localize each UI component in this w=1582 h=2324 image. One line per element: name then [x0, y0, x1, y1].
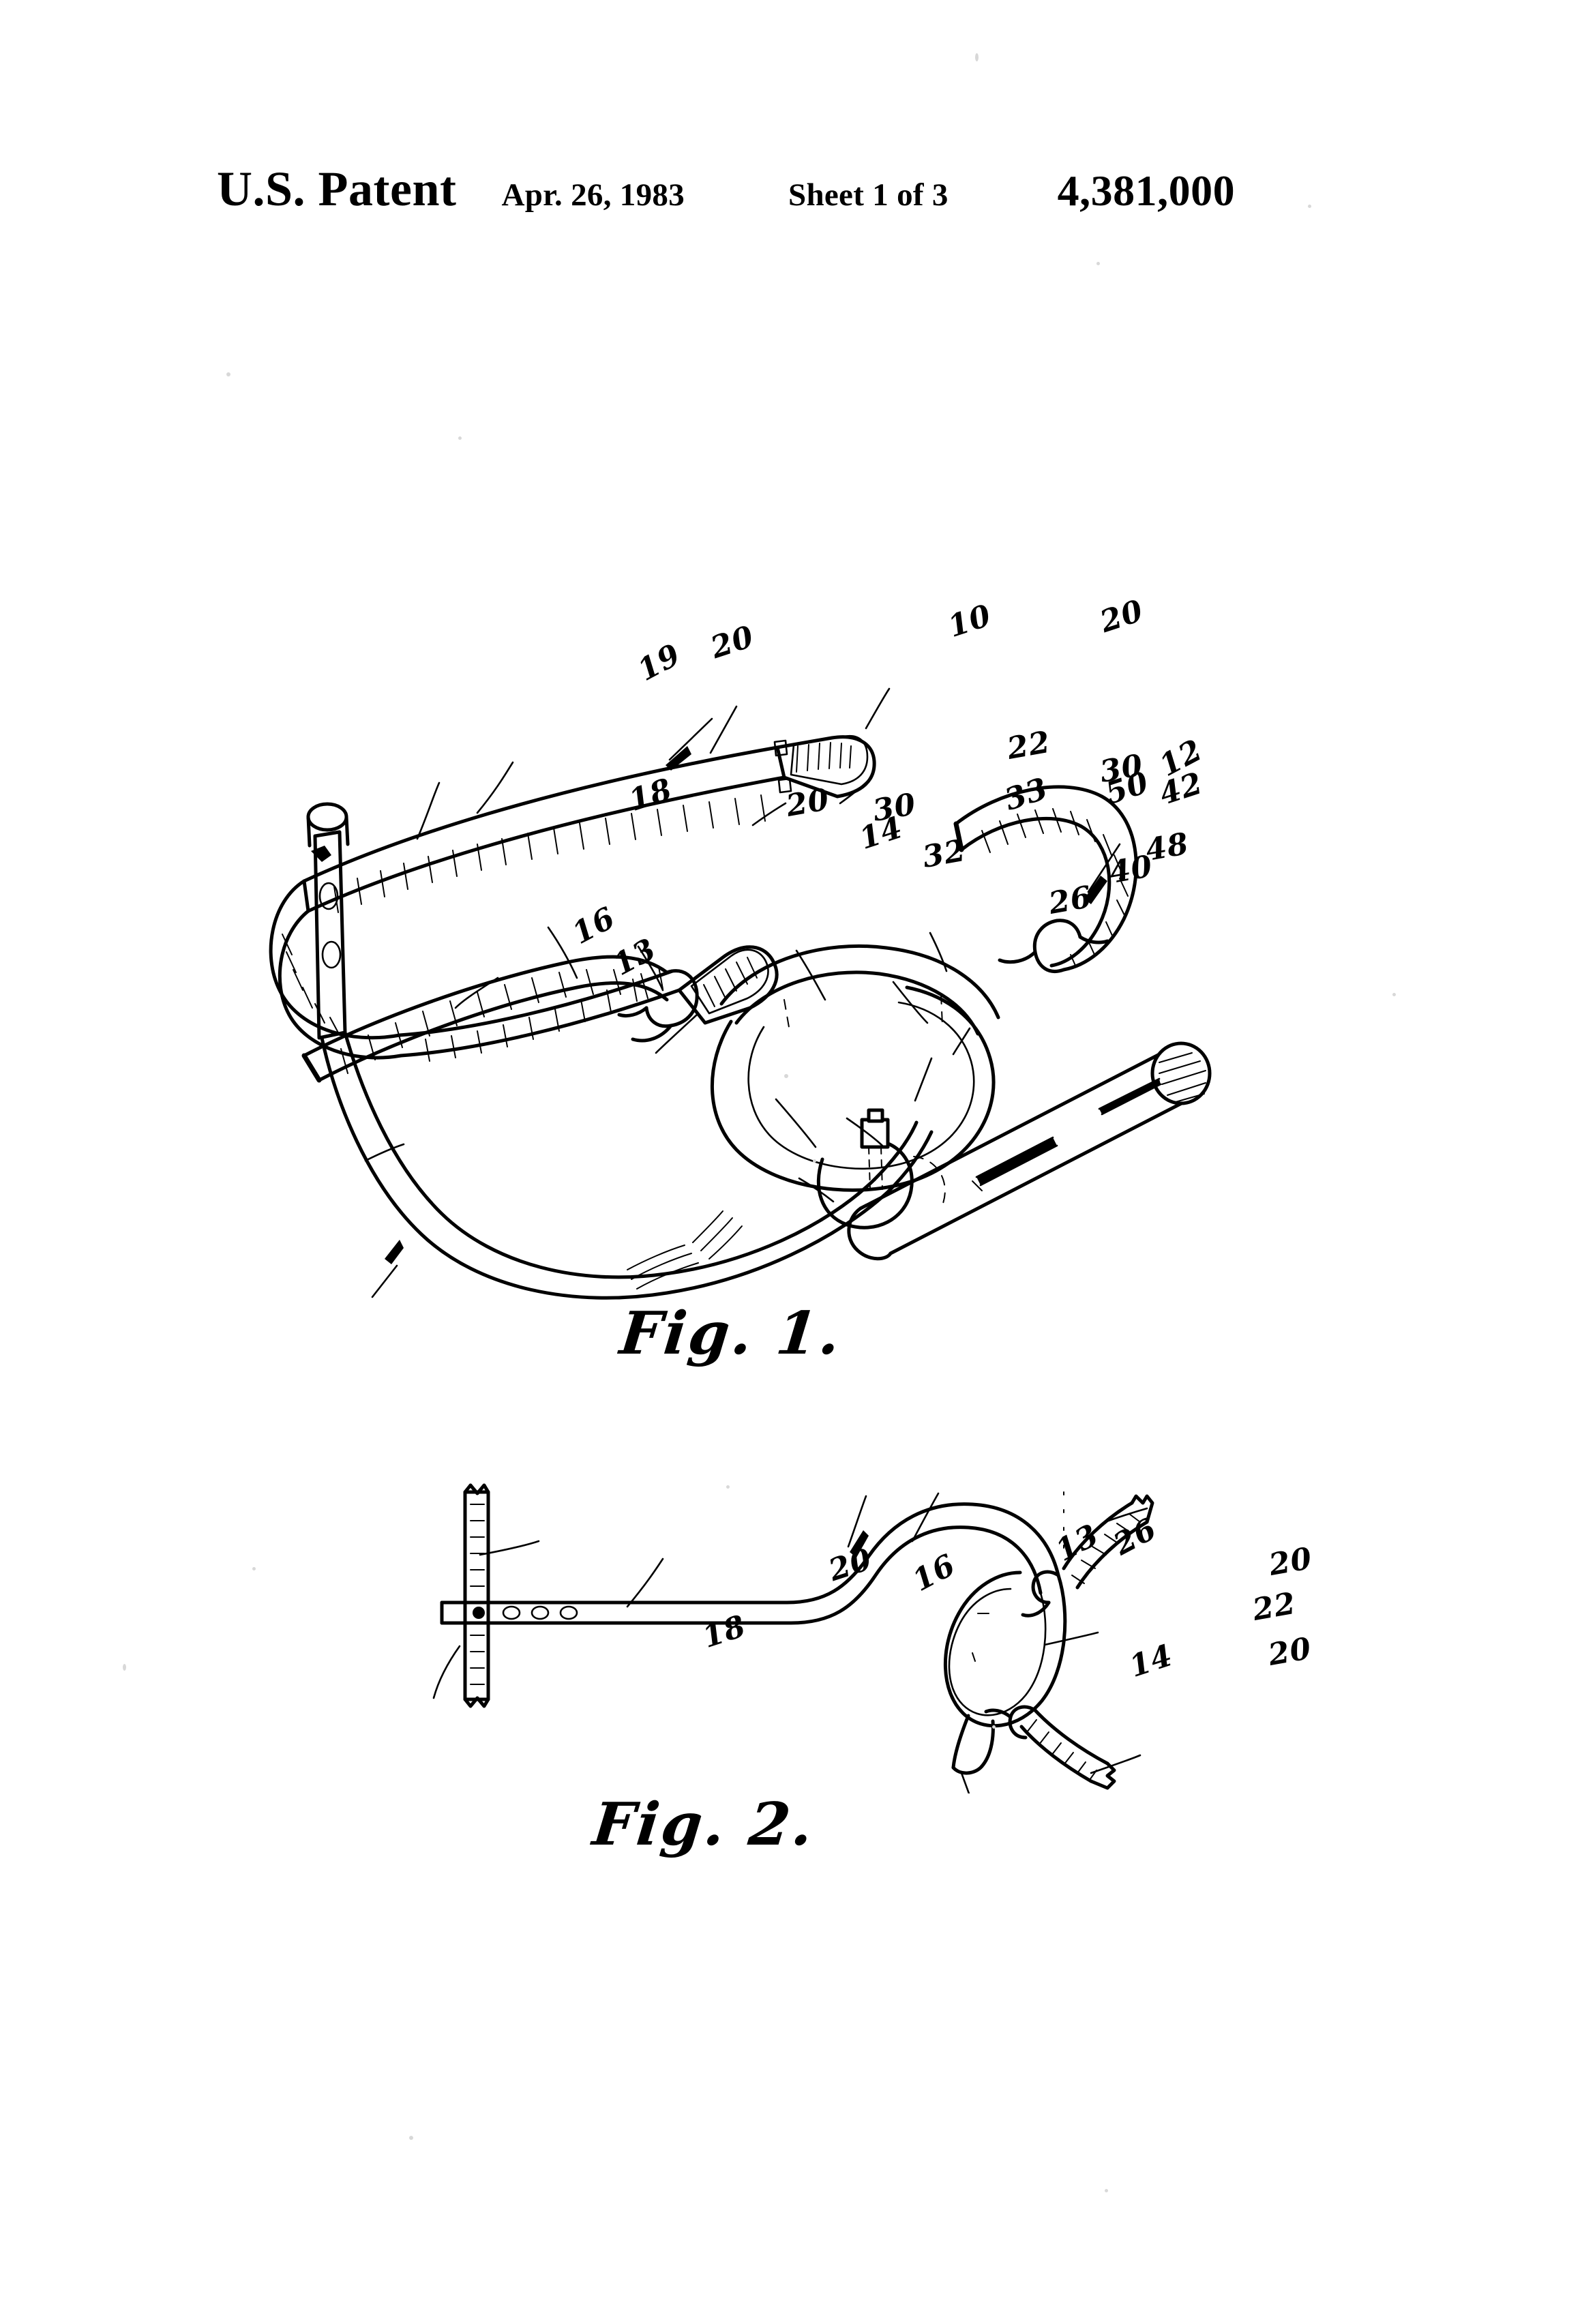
fig2-ref-numeral-20-lower: 20: [1266, 1630, 1315, 1673]
strap-buckle-upper: [773, 734, 876, 799]
figure-1-linework: [269, 687, 1212, 1300]
mask-loop-22: [943, 1570, 1067, 1728]
figure-2-caption: Fig. 2.: [589, 1790, 818, 1859]
leader-lines: [364, 687, 971, 1203]
lead-arrow-10: [666, 717, 713, 771]
figure-1-caption: Fig. 1.: [616, 1299, 846, 1368]
mask-body-assembly: [710, 944, 1000, 1230]
ref-numeral-22: 22: [1004, 724, 1054, 766]
figure-2-drawing: [423, 1473, 1296, 1793]
lead-arrow-12: [1084, 843, 1121, 904]
side-strap-lower: [984, 1705, 1116, 1790]
chin-yoke-strap: [320, 1030, 934, 1300]
lead-arrow-13: [371, 1264, 398, 1298]
connector-loop-left: [617, 969, 699, 1043]
vertical-notched-strap: [463, 1483, 490, 1708]
adjustment-tab-18: [306, 802, 350, 1040]
tapered-strap-right: [953, 785, 1138, 972]
rear-strap-loop: [269, 745, 786, 1062]
patent-number: 4,381,000: [1057, 166, 1236, 215]
patent-office-title: U.S. Patent: [217, 162, 457, 216]
figure-2-linework: [432, 1483, 1154, 1793]
ref-numeral-32: 32: [920, 833, 969, 875]
figure-1-drawing: [259, 614, 1323, 1309]
figure-2-leader-lines: [432, 1492, 1148, 1793]
patent-sheet-number: Sheet 1 of 3: [788, 177, 949, 213]
breathing-tube-assembly: [847, 1041, 1212, 1261]
fig2-ref-numeral-20-upper: 20: [1266, 1540, 1315, 1583]
tapered-strap-left: [301, 955, 669, 1083]
fig2-ref-numeral-22: 22: [1250, 1585, 1299, 1628]
connector-loop-right: [998, 919, 1109, 973]
patent-issue-date: Apr. 26, 1983: [501, 177, 685, 213]
ref-numeral-40: 40: [1107, 848, 1156, 891]
side-strap-upper: [1021, 1494, 1154, 1618]
ref-numeral-20-mid: 20: [783, 781, 833, 824]
ref-numeral-26: 26: [1046, 879, 1095, 921]
patent-header: U.S. Patent Apr. 26, 1983 Sheet 1 of 3 4…: [217, 161, 1390, 236]
frame-bar-16: [440, 1502, 1060, 1625]
